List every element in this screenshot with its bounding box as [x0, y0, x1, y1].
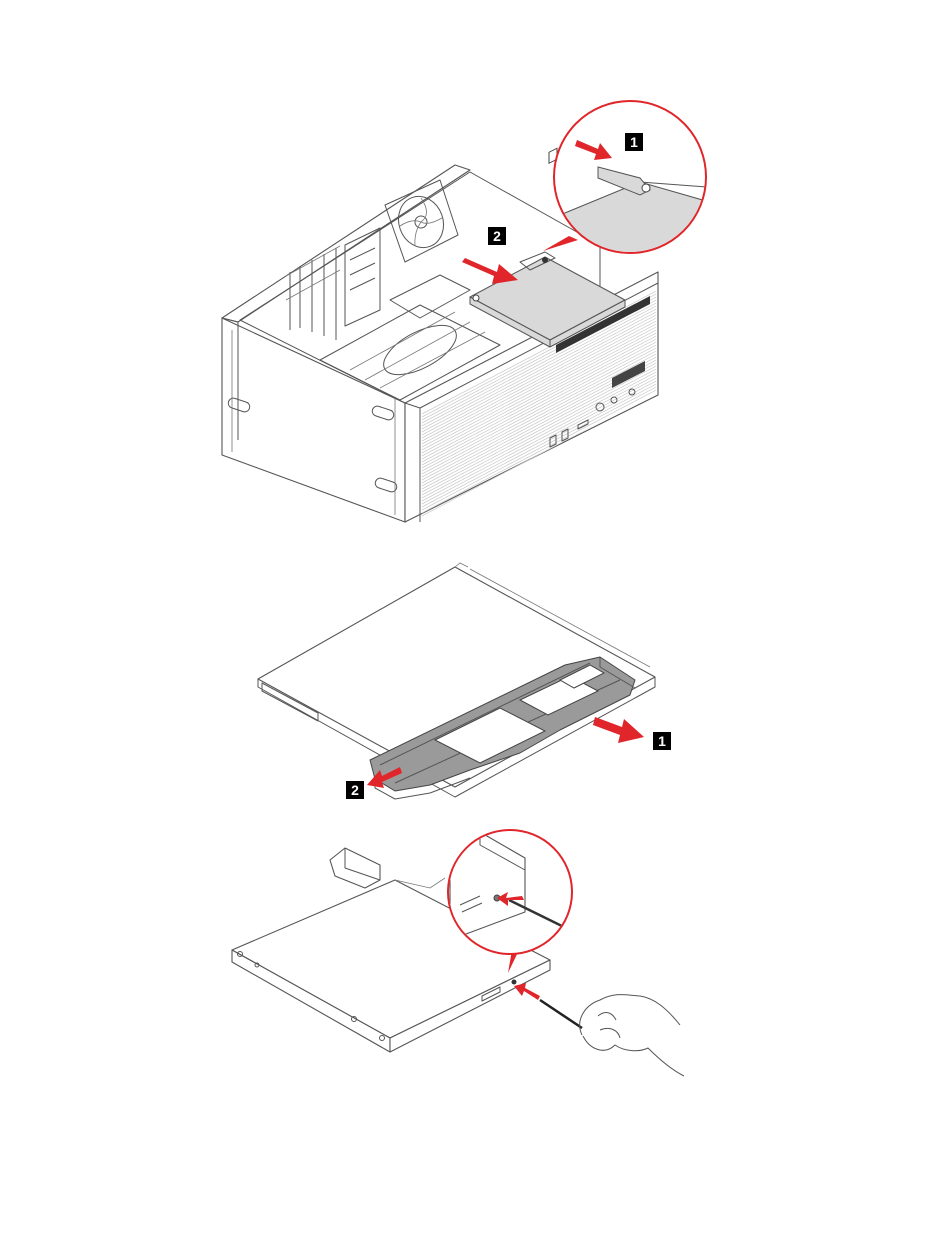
callout-badge-1: 1 — [653, 732, 671, 750]
magnifier-circle — [448, 830, 572, 954]
bracket-piece — [330, 848, 380, 888]
arrow-icon — [514, 983, 540, 1000]
figure-remove-optical-drive: 2 1 — [0, 0, 950, 540]
callout-badge-2: 2 — [488, 227, 506, 245]
chassis-body — [222, 318, 405, 522]
chassis-top-left — [222, 165, 470, 322]
magnifier-circle — [554, 101, 720, 280]
svg-text:2: 2 — [351, 782, 359, 798]
arrow-icon — [593, 717, 644, 743]
mesh-line — [420, 490, 660, 540]
mesh-line — [420, 493, 660, 540]
svg-text:2: 2 — [493, 228, 501, 244]
mesh-line — [420, 496, 660, 540]
arrow-icon — [462, 258, 518, 284]
figure-eject-tray-pinhole — [0, 820, 950, 1090]
bracket-illustration: 1 2 — [0, 555, 950, 820]
pinhole-illustration — [0, 820, 950, 1090]
eject-pin — [540, 1000, 582, 1028]
callout-badge-2: 2 — [346, 781, 364, 799]
svg-text:1: 1 — [658, 733, 666, 749]
callout-badge-1: 1 — [625, 133, 643, 151]
figure-remove-drive-bracket: 1 2 — [0, 555, 950, 820]
tower-illustration: 2 1 — [0, 0, 950, 540]
hand-with-pin — [580, 995, 684, 1076]
svg-text:1: 1 — [630, 134, 638, 150]
